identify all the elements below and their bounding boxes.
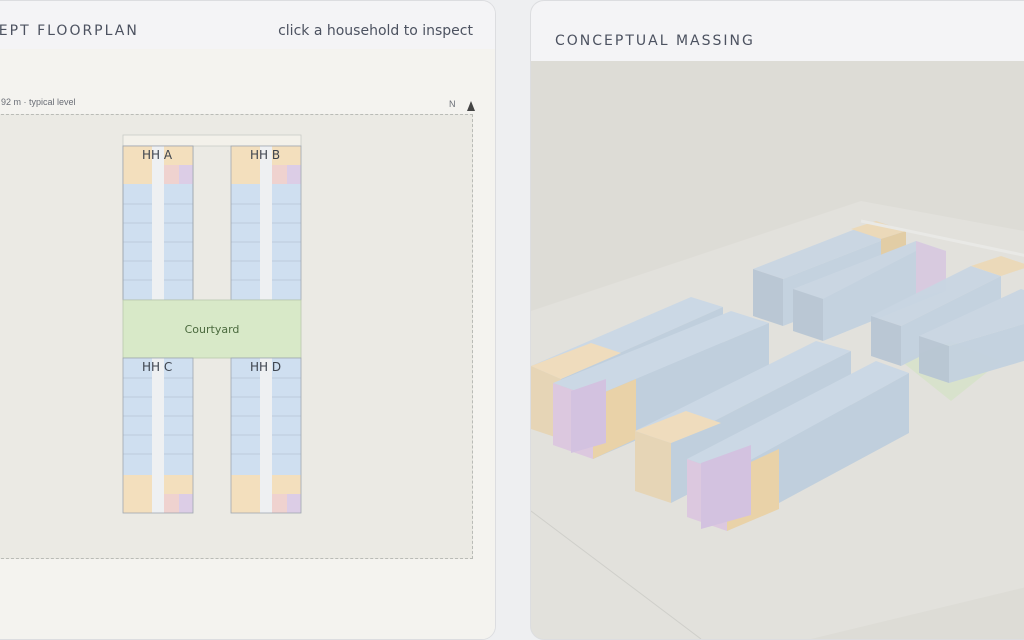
massing-title: CONCEPTUAL MASSING	[555, 33, 755, 49]
floorplan-drawing	[122, 134, 302, 514]
household-b[interactable]	[230, 145, 302, 301]
massing-viewport[interactable]	[531, 61, 1024, 639]
massing-header: CONCEPTUAL MASSING	[531, 1, 1024, 62]
massing-block-b	[753, 221, 946, 341]
household-d-label[interactable]: HH D	[250, 360, 282, 374]
massing-panel: CONCEPTUAL MASSING	[530, 0, 1024, 640]
massing-block-c	[635, 341, 909, 531]
household-c-label[interactable]: HH C	[142, 360, 173, 374]
floorplan-header: CEPT FLOORPLAN click a household to insp…	[0, 1, 495, 50]
courtyard-label: Courtyard	[184, 323, 240, 336]
floorplan-hint: click a household to inspect	[278, 23, 473, 39]
household-d[interactable]	[230, 357, 302, 514]
floorplan-panel: CEPT FLOORPLAN click a household to insp…	[0, 0, 496, 640]
courtyard	[122, 299, 302, 359]
household-b-label[interactable]: HH B	[250, 148, 281, 162]
north-strip	[122, 134, 302, 147]
floorplan-title: CEPT FLOORPLAN	[0, 23, 139, 39]
household-a[interactable]	[122, 145, 194, 301]
scale-label: 92 m · typical level	[1, 97, 76, 107]
household-c[interactable]	[122, 357, 194, 514]
north-arrow-icon	[467, 101, 475, 111]
massing-block-d	[871, 256, 1024, 383]
massing-block-a	[531, 297, 769, 459]
household-a-label[interactable]: HH A	[142, 148, 173, 162]
north-label: N	[449, 99, 456, 109]
